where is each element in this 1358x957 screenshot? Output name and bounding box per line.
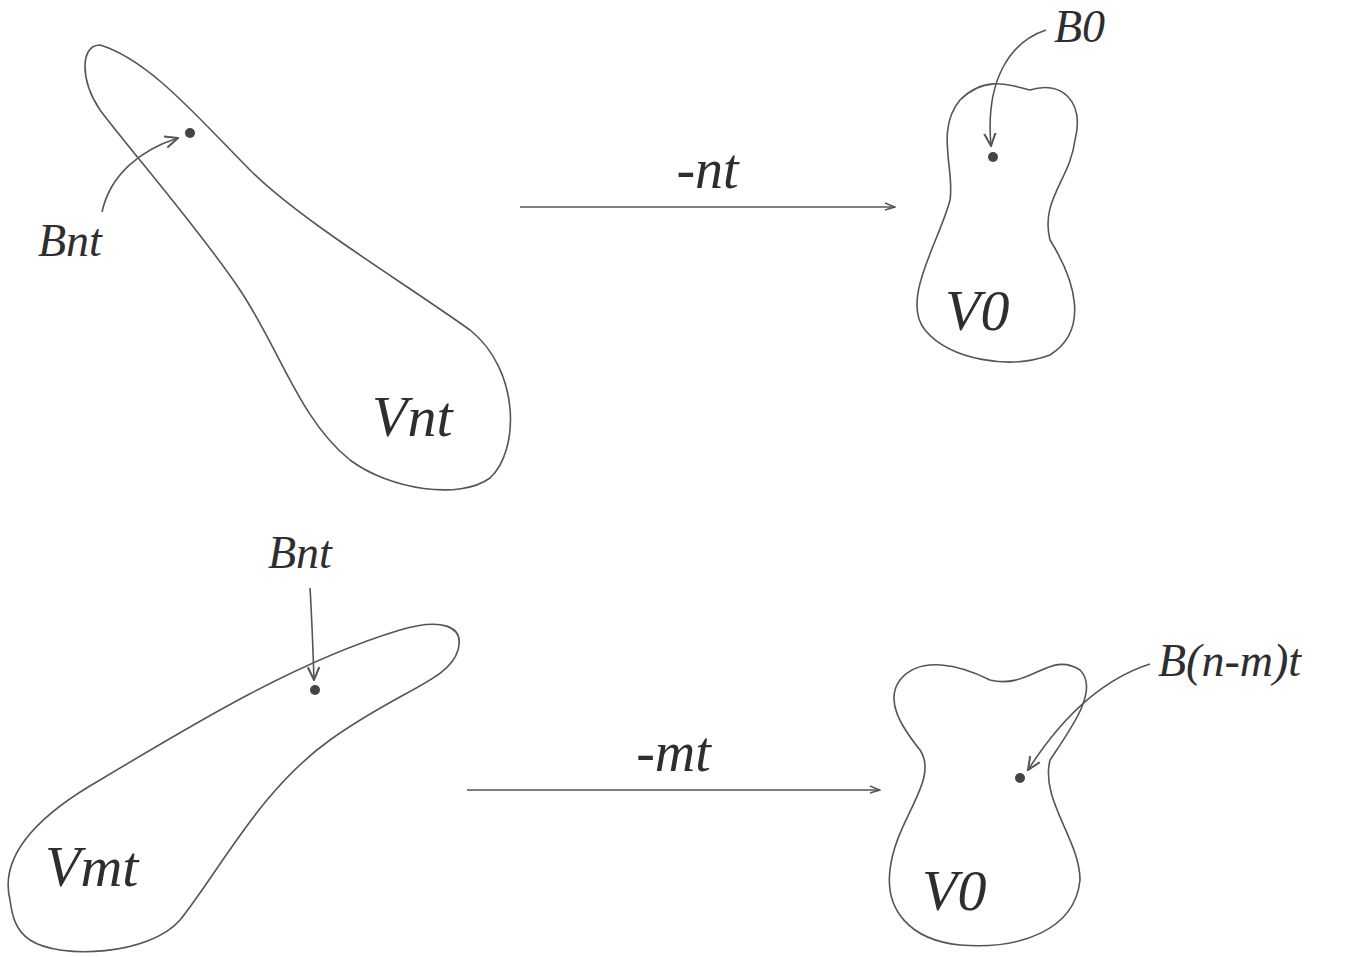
region-label: Vnt (372, 388, 453, 446)
region-label: V0 (922, 862, 986, 920)
point-label: Bnt (38, 218, 102, 264)
region-label: V0 (945, 282, 1009, 340)
blob-path (85, 45, 510, 490)
leader-line (102, 138, 178, 212)
point-dot (310, 685, 320, 695)
blob-region: V0 (895, 75, 1095, 370)
blob-region: Vnt (80, 35, 520, 495)
point-dot (988, 152, 998, 162)
points (185, 128, 1025, 783)
point-label: Bnt (268, 530, 332, 576)
arrow-label: -mt (632, 724, 715, 780)
blob-outline (2, 615, 467, 955)
blob-region: Vmt (2, 615, 467, 955)
blob-outline (880, 655, 1095, 950)
blob-path (889, 664, 1086, 945)
leader-line (310, 588, 314, 680)
point-label: B0 (1054, 4, 1105, 50)
arrow-label: -nt (672, 141, 742, 197)
region-label: Vmt (45, 838, 138, 896)
blob-path (8, 624, 459, 951)
map-arrow (467, 789, 880, 791)
point-label: B(n-m)t (1158, 638, 1301, 684)
point-dot (185, 128, 195, 138)
leaders (102, 30, 1150, 770)
leader-line (1028, 664, 1150, 770)
point-dot (1015, 773, 1025, 783)
map-arrow (520, 206, 895, 208)
blob-outline (80, 35, 520, 495)
blob-path (917, 84, 1077, 362)
blob-region: V0 (880, 655, 1095, 950)
